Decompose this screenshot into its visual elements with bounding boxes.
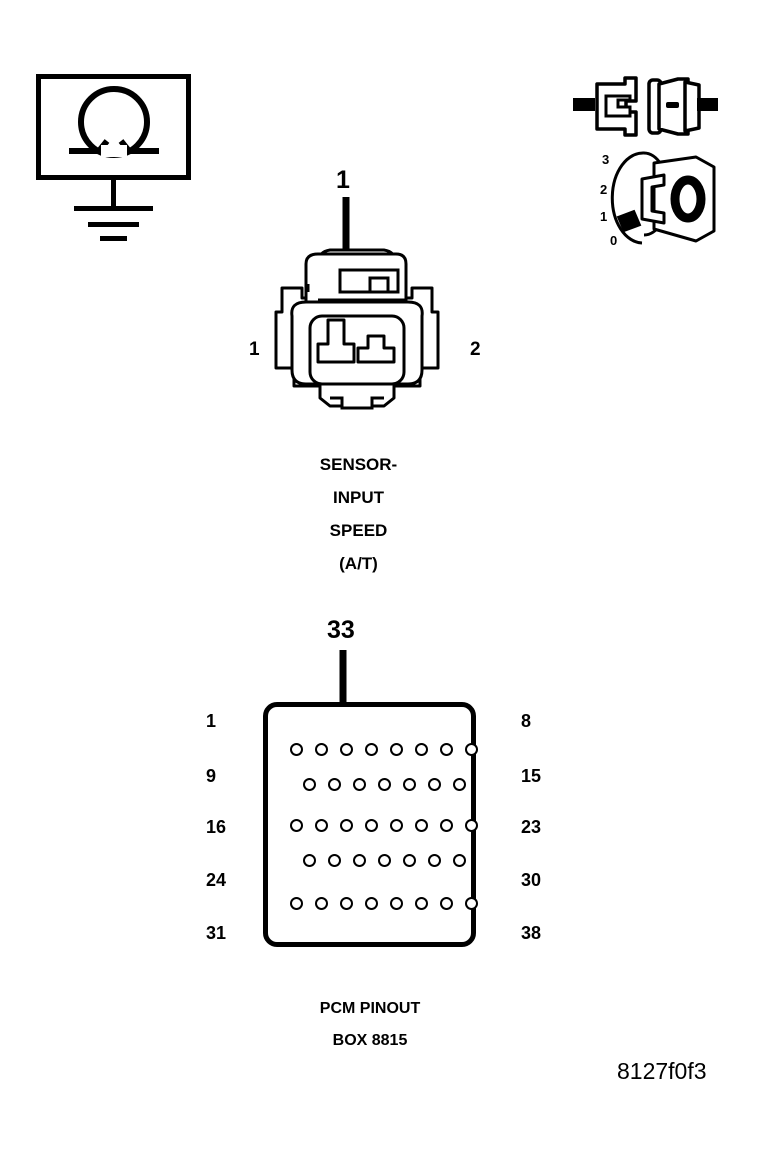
pcm-pin-hole bbox=[415, 819, 428, 832]
pcm-probe-arrow-label: 33 bbox=[327, 616, 355, 644]
pcm-pin-hole bbox=[340, 743, 353, 756]
pcm-pin-hole bbox=[315, 819, 328, 832]
pcm-pin-hole bbox=[415, 897, 428, 910]
sensor-probe-arrow-label: 1 bbox=[336, 166, 350, 194]
pcm-pin-hole bbox=[328, 778, 341, 791]
pcm-pin-hole bbox=[465, 743, 478, 756]
key-position-0: 0 bbox=[610, 233, 618, 248]
chassis-ground-icon bbox=[74, 206, 153, 211]
pcm-pin-hole bbox=[340, 897, 353, 910]
pcm-pin-hole bbox=[440, 819, 453, 832]
pcm-pin-hole bbox=[365, 819, 378, 832]
pcm-pin-hole bbox=[453, 778, 466, 791]
pcm-row-label-right-1: 8 bbox=[521, 711, 532, 731]
pcm-pin-hole bbox=[465, 819, 478, 832]
pcm-pin-hole bbox=[403, 854, 416, 867]
pcm-pin-hole bbox=[440, 743, 453, 756]
pcm-row-label-left-4: 24 bbox=[206, 870, 227, 890]
pcm-pin-hole bbox=[428, 854, 441, 867]
sensor-pin-label-left: 1 bbox=[249, 339, 260, 360]
pcm-title-line-2: BOX 8815 bbox=[332, 1032, 408, 1049]
key-position-1: 1 bbox=[600, 209, 608, 224]
pcm-pin-hole bbox=[440, 897, 453, 910]
pcm-row-label-right-3: 23 bbox=[521, 817, 542, 837]
pcm-pin-hole bbox=[365, 743, 378, 756]
pcm-pin-hole bbox=[303, 778, 316, 791]
pcm-row-label-left-2: 9 bbox=[206, 766, 217, 786]
pcm-pin-hole bbox=[378, 778, 391, 791]
pcm-row-label-right-2: 15 bbox=[521, 766, 542, 786]
pcm-pin-hole bbox=[403, 778, 416, 791]
pcm-pin-hole bbox=[390, 743, 403, 756]
pcm-row-label-left-3: 16 bbox=[206, 817, 227, 837]
sensor-title-line-3: SPEED bbox=[329, 521, 388, 540]
sensor-pin-label-right: 2 bbox=[470, 339, 481, 360]
sensor-title-line-1: SENSOR- bbox=[319, 455, 398, 474]
pcm-pin-hole bbox=[390, 897, 403, 910]
pcm-pin-hole bbox=[290, 819, 303, 832]
pcm-pin-hole bbox=[428, 778, 441, 791]
pcm-connector-title: PCM PINOUT BOX 8815 bbox=[265, 993, 475, 1057]
pcm-row-label-left-1: 1 bbox=[206, 711, 217, 731]
pcm-pin-hole bbox=[415, 743, 428, 756]
pcm-pin-hole bbox=[365, 897, 378, 910]
sensor-title-line-4: (A/T) bbox=[339, 554, 378, 573]
pcm-title-line-1: PCM PINOUT bbox=[319, 1000, 421, 1017]
pcm-row-label-right-5: 38 bbox=[521, 923, 542, 943]
pcm-pin-hole bbox=[303, 854, 316, 867]
two-pin-connector-icon bbox=[272, 240, 442, 415]
key-position-2: 2 bbox=[600, 182, 608, 197]
pcm-pin-hole bbox=[353, 778, 366, 791]
pcm-pin-hole bbox=[390, 819, 403, 832]
sensor-connector-title: SENSOR- INPUT SPEED (A/T) bbox=[271, 448, 446, 580]
pcm-pin-hole bbox=[290, 743, 303, 756]
pcm-pin-hole bbox=[315, 743, 328, 756]
pcm-pin-hole bbox=[378, 854, 391, 867]
pcm-pin-hole bbox=[315, 897, 328, 910]
figure-code: 8127f0f3 bbox=[617, 1058, 707, 1084]
pcm-hole-grid bbox=[263, 702, 478, 947]
ohmmeter-icon bbox=[36, 74, 191, 180]
pcm-pin-hole bbox=[328, 854, 341, 867]
pcm-pin-hole bbox=[290, 897, 303, 910]
pcm-row-label-right-4: 30 bbox=[521, 870, 542, 890]
connector-coupling-icon bbox=[573, 74, 718, 139]
ground-lead bbox=[111, 180, 116, 208]
ground-bar-3 bbox=[100, 236, 127, 241]
sensor-title-line-2: INPUT bbox=[333, 488, 384, 507]
pcm-pin-hole bbox=[465, 897, 478, 910]
pcm-pin-hole bbox=[453, 854, 466, 867]
pcm-pin-hole bbox=[340, 819, 353, 832]
pcm-pin-hole bbox=[353, 854, 366, 867]
ignition-key-switch-icon: 3 2 1 0 bbox=[596, 145, 721, 255]
key-position-3: 3 bbox=[602, 152, 610, 167]
pcm-row-label-left-5: 31 bbox=[206, 923, 227, 943]
ground-bar-2 bbox=[88, 222, 139, 227]
